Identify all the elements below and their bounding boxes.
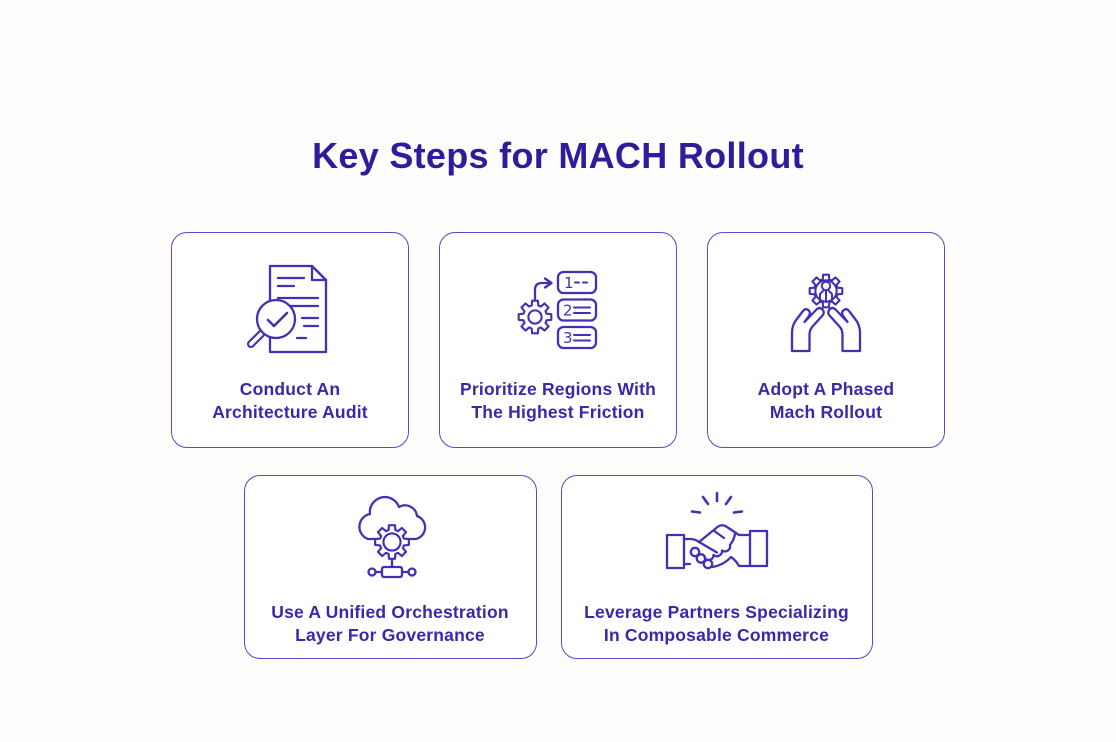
- card-label: Adopt A Phased Mach Rollout: [758, 378, 895, 422]
- handshake-icon: [665, 491, 768, 570]
- cards-row-1: Conduct An Architecture Audit 1 2 3: [0, 232, 1116, 449]
- gear-numbered-list-icon: 1 2 3: [517, 271, 598, 350]
- card-label-line: In Composable Commerce: [603, 624, 830, 645]
- svg-text:3: 3: [563, 329, 573, 347]
- card-label-line: Leverage Partners Specializing: [584, 602, 849, 623]
- card-label: Conduct An Architecture Audit: [212, 378, 368, 422]
- card-label-line: Use A Unified Orchestration: [271, 602, 509, 623]
- card-label-line: Conduct An: [239, 379, 341, 400]
- cloud-gear-network-icon: [358, 496, 427, 579]
- card-label-line: Architecture Audit: [212, 401, 368, 422]
- card-orchestration-layer: Use A Unified Orchestration Layer For Go…: [243, 475, 537, 660]
- card-label-line: The Highest Friction: [471, 401, 645, 422]
- card-label: Leverage Partners Specializing In Compos…: [584, 601, 849, 645]
- card-architecture-audit: Conduct An Architecture Audit: [171, 232, 409, 449]
- card-label-line: Prioritize Regions With: [460, 379, 656, 400]
- svg-text:1: 1: [564, 274, 574, 292]
- page-title: Key Steps for MACH Rollout: [312, 135, 804, 177]
- card-label-line: Adopt A Phased: [757, 379, 895, 400]
- card-label-line: Mach Rollout: [769, 401, 883, 422]
- svg-text:2: 2: [563, 302, 573, 320]
- card-label-line: Layer For Governance: [295, 624, 485, 645]
- card-prioritize-regions: 1 2 3 Prioritize Regions With The Highes…: [439, 232, 677, 449]
- cards-row-2: Use A Unified Orchestration Layer For Go…: [0, 475, 1116, 660]
- card-label: Use A Unified Orchestration Layer For Go…: [271, 601, 508, 645]
- card-composable-partners: Leverage Partners Specializing In Compos…: [560, 475, 873, 660]
- card-phased-rollout: Adopt A Phased Mach Rollout: [707, 232, 945, 449]
- card-label: Prioritize Regions With The Highest Fric…: [460, 378, 656, 422]
- hands-holding-gear-icon: [790, 273, 862, 353]
- document-magnifier-check-icon: [247, 265, 328, 354]
